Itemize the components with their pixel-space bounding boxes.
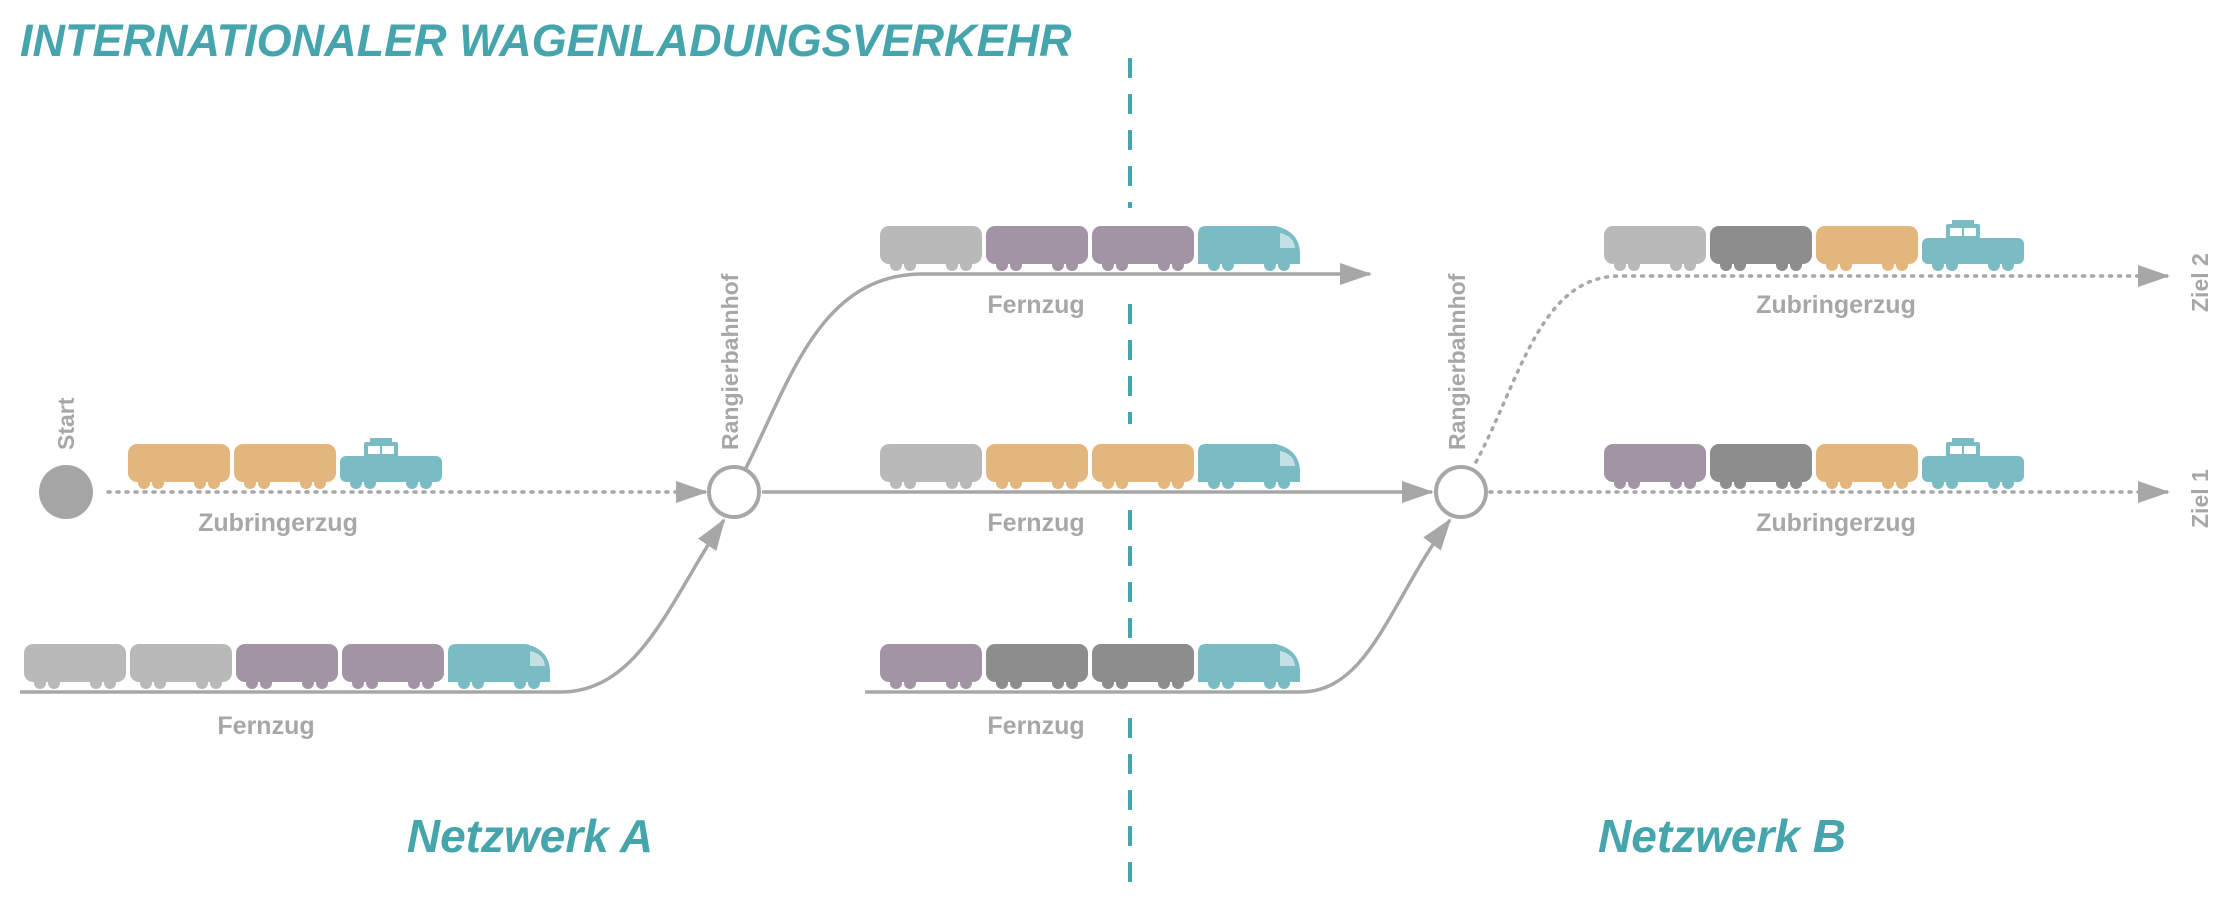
wagon-darkgray [1710, 444, 1812, 489]
track-top-cross [744, 263, 1372, 469]
label-fernzug-top: Fernzug [987, 291, 1084, 319]
track-fernzug-a [20, 518, 726, 694]
label-zubringerzug-top: Zubringerzug [1756, 291, 1916, 319]
train-fernzug-middle [880, 444, 1300, 489]
label-fernzug-middle: Fernzug [987, 509, 1084, 537]
wagon-purple [880, 644, 982, 689]
wagon-orange [1816, 226, 1918, 271]
start-label: Start [53, 397, 79, 450]
wagon-lightgray [880, 226, 982, 271]
label-zubringerzug-a: Zubringerzug [198, 509, 358, 537]
diagram-title: INTERNATIONALER WAGENLADUNGSVERKEHR [20, 15, 1072, 66]
yard-a-label: Rangierbahnhof [717, 273, 743, 450]
yard-b-label: Rangierbahnhof [1444, 273, 1470, 450]
network-b-label: Netzwerk B [1598, 810, 1846, 862]
train-zubringerzug-a [128, 438, 442, 489]
ziel-1-label: Ziel 1 [2187, 469, 2213, 528]
network-a-label: Netzwerk A [407, 810, 653, 862]
wagon-orange [1816, 444, 1918, 489]
wagon-orange [128, 444, 230, 489]
wagon-lightgray [1604, 226, 1706, 271]
wagon-lightgray [130, 644, 232, 689]
wagon-orange [234, 444, 336, 489]
train-zubringerzug-bottom [1604, 438, 2024, 489]
wagon-lightgray [880, 444, 982, 489]
wagon-purple [1092, 226, 1194, 271]
electric-locomotive [1198, 226, 1300, 271]
train-fernzug-top [880, 226, 1300, 271]
yard-b-node [1434, 465, 1488, 519]
electric-locomotive [448, 644, 550, 689]
label-zubringerzug-bottom: Zubringerzug [1756, 509, 1916, 537]
yard-a-node [707, 465, 761, 519]
wagon-lightgray [24, 644, 126, 689]
wagon-orange [986, 444, 1088, 489]
shunting-locomotive [340, 438, 442, 489]
wagon-darkgray [1710, 226, 1812, 271]
wagon-purple [986, 226, 1088, 271]
ziel-2-label: Ziel 2 [2187, 253, 2213, 312]
track-to-ziel-2 [1474, 274, 2162, 464]
shunting-locomotive [1922, 438, 2024, 489]
label-fernzug-a: Fernzug [217, 712, 314, 740]
wagon-orange [1092, 444, 1194, 489]
start-node [39, 465, 93, 519]
wagon-darkgray [1092, 644, 1194, 689]
electric-locomotive [1198, 644, 1300, 689]
wagon-purple [342, 644, 444, 689]
electric-locomotive [1198, 444, 1300, 489]
shunting-locomotive [1922, 220, 2024, 271]
train-fernzug-a [24, 644, 550, 689]
wagon-purple [236, 644, 338, 689]
wagon-purple [1604, 444, 1706, 489]
train-zubringerzug-top [1604, 220, 2024, 271]
track-bottom-cross [865, 518, 1452, 694]
train-fernzug-bottom [880, 644, 1300, 689]
wagon-darkgray [986, 644, 1088, 689]
label-fernzug-bottom: Fernzug [987, 712, 1084, 740]
